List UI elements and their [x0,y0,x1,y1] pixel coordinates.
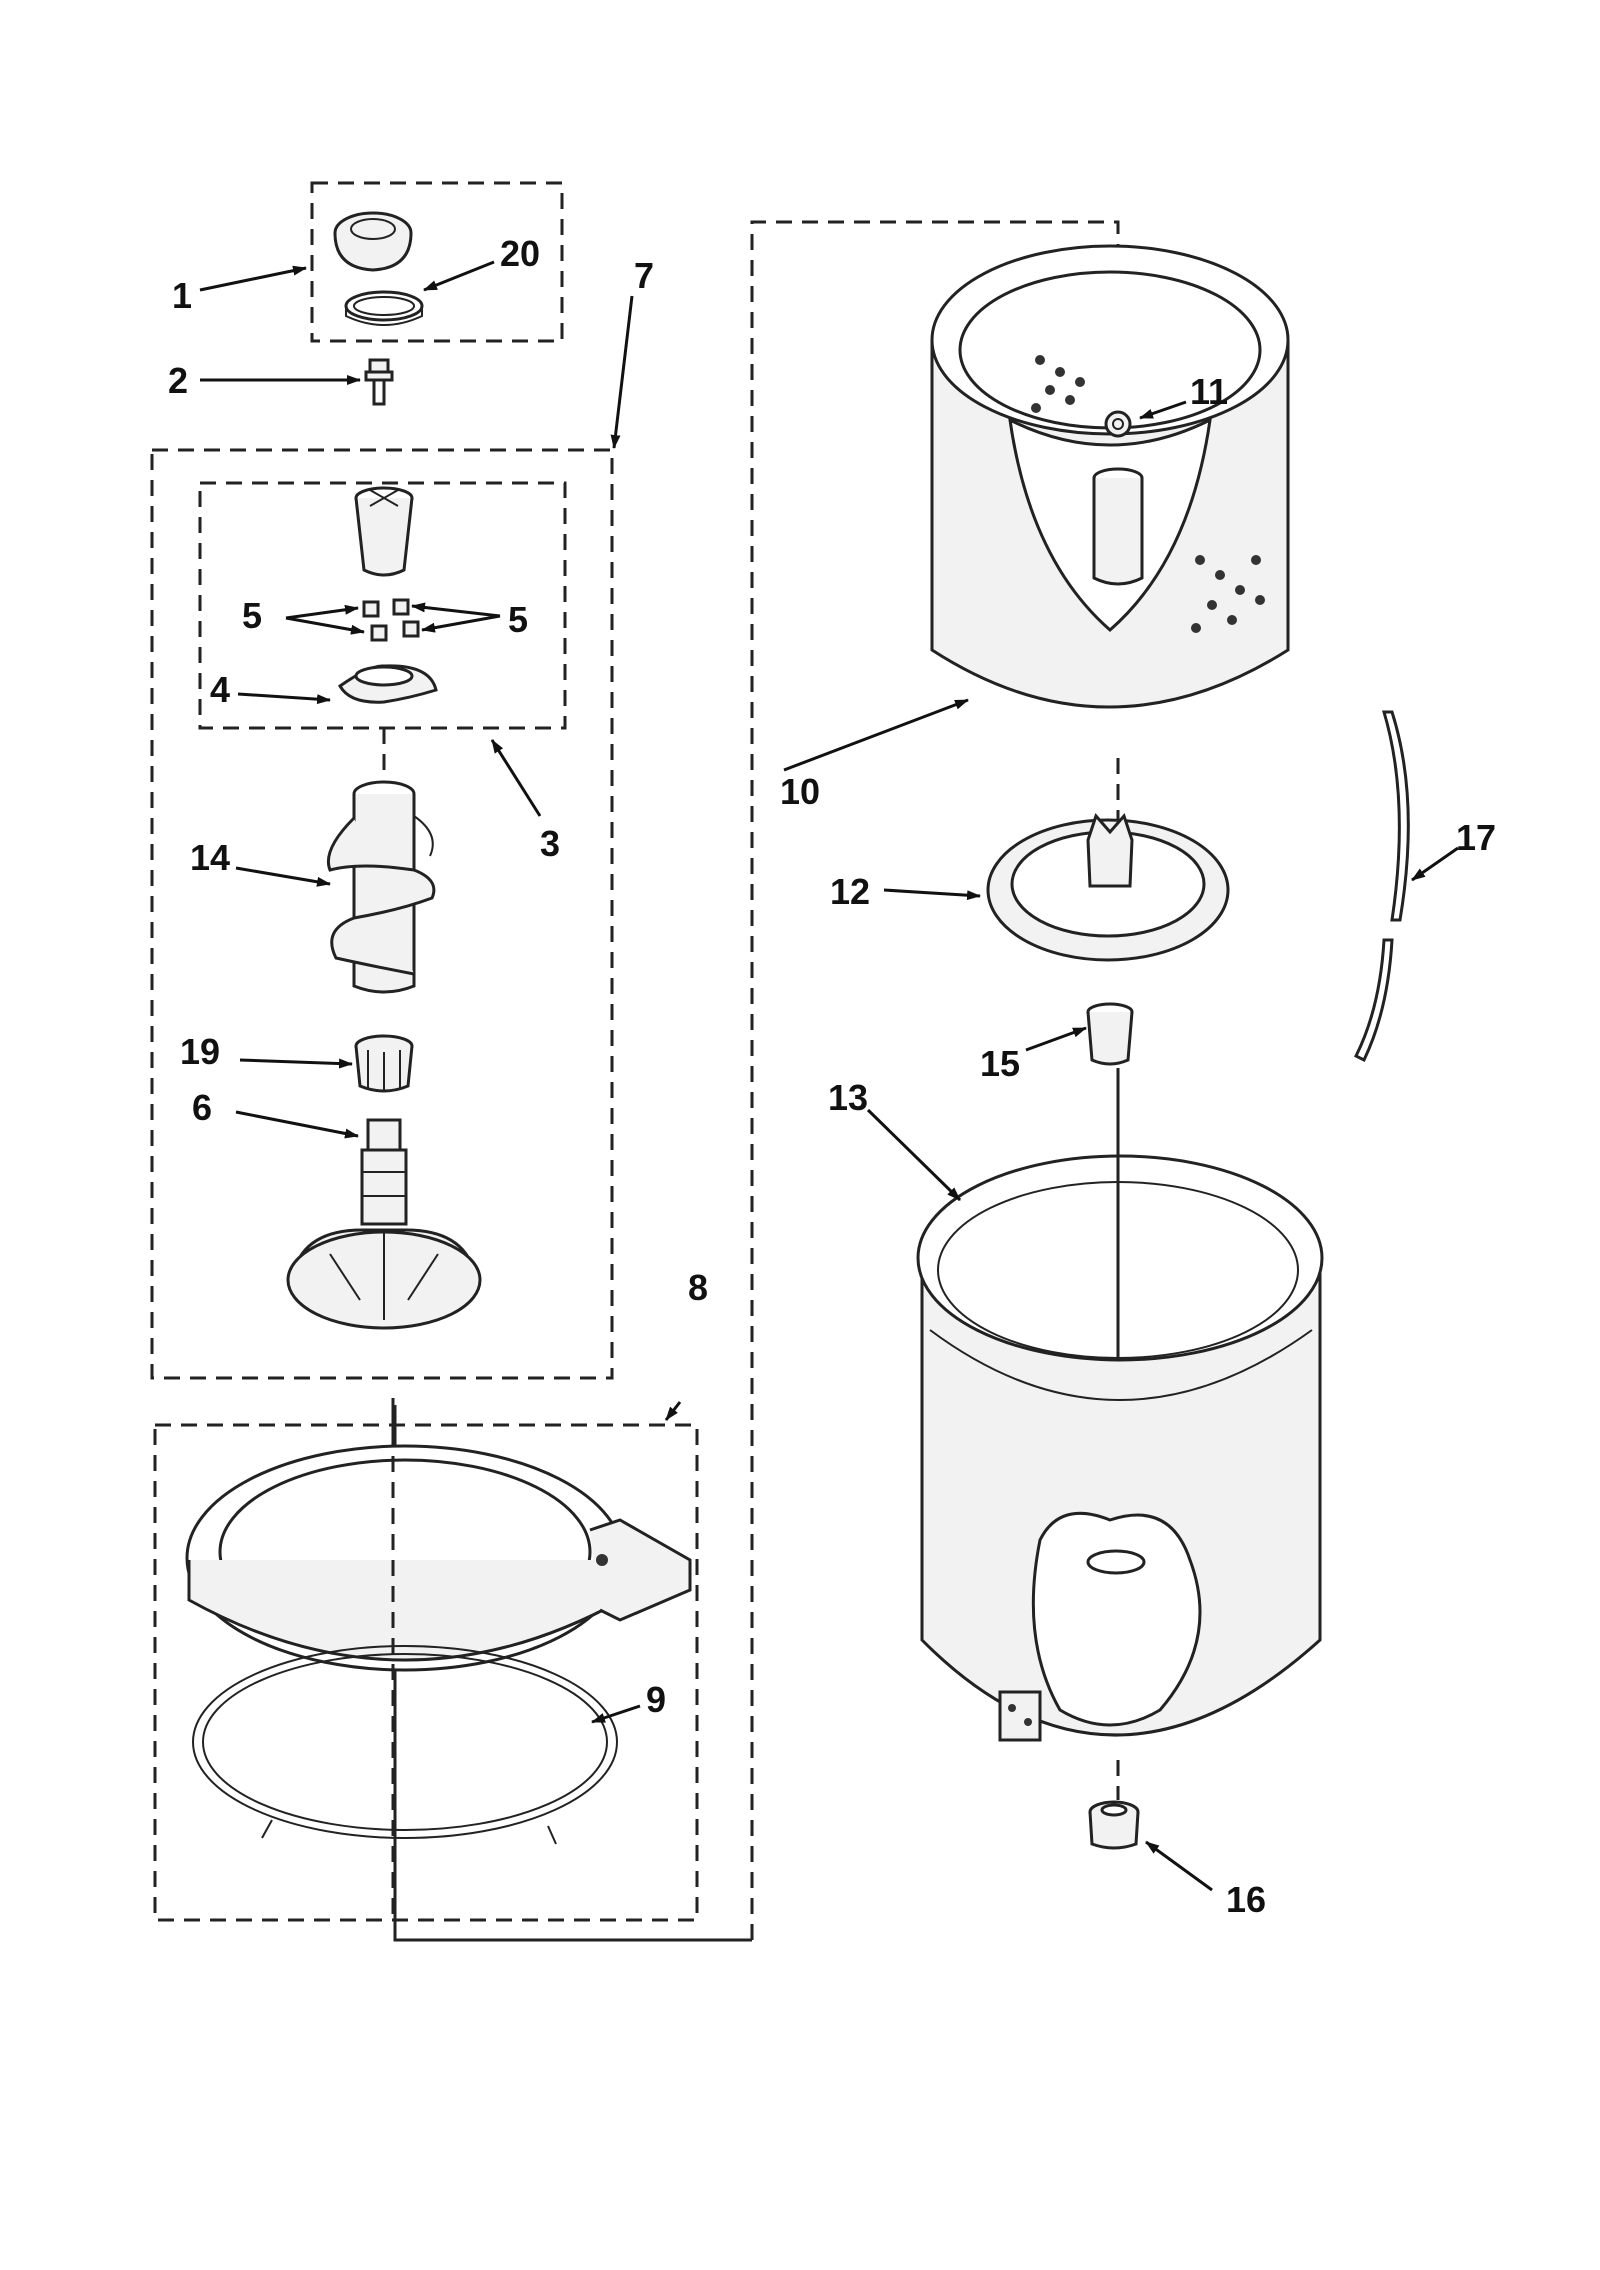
part-auger [327,780,436,994]
callout-20: 20 [500,233,540,274]
group-box-tub-ring [153,1423,699,1922]
callout-15: 15 [980,1043,1020,1084]
callout-9: 9 [646,1679,666,1720]
callout-8: 8 [688,1267,708,1308]
part-clamp-ring [192,1645,618,1845]
callout-3: 3 [540,823,560,864]
part-drive-nut [1104,410,1132,438]
part-hose [1353,710,1410,1063]
part-bolt [364,358,394,406]
callout-16: 16 [1226,1879,1266,1920]
callout-4: 4 [210,669,230,710]
part-dogs [362,598,420,642]
part-outer-tub [916,1154,1324,1742]
callout-17: 17 [1456,817,1496,858]
part-seal-ring [344,290,424,326]
callout-2: 2 [168,360,188,401]
callout-1: 1 [172,275,192,316]
callout-7: 7 [634,255,654,296]
part-agitator-base [286,1118,482,1330]
part-basket [930,244,1290,709]
callout-arrows [199,260,1459,1892]
part-drain-plug [1088,1800,1140,1850]
part-cam-plate [338,664,438,704]
callout-12: 12 [830,871,870,912]
part-balance-ring [986,813,1230,962]
part-tub-ring [185,1444,692,1672]
callout-14: 14 [190,837,230,878]
part-agitator-cap [333,211,413,272]
part-bearing-collar [354,1034,414,1093]
callout-11: 11 [1190,371,1228,412]
callout-5-right: 5 [508,599,528,640]
group-box-cap [310,181,564,343]
callout-13: 13 [828,1077,868,1118]
callout-19: 19 [180,1031,220,1072]
group-box-agitator-assembly [150,448,614,1380]
basket-group-outline [750,220,1120,1940]
callout-10: 10 [780,771,820,812]
callout-6: 6 [192,1087,212,1128]
part-cam [354,486,414,577]
part-hub [1086,1002,1134,1066]
callout-5-left: 5 [242,595,262,636]
